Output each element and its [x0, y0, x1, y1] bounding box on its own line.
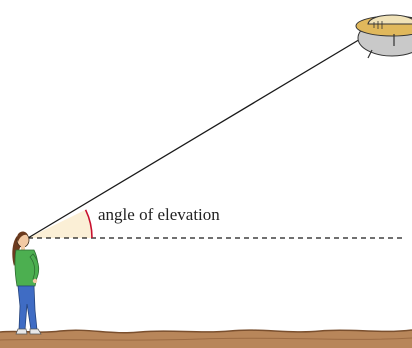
angle-label: angle of elevation: [98, 205, 220, 224]
ufo-icon: [356, 15, 412, 58]
angle-wedge: [28, 210, 92, 238]
ground: [0, 330, 412, 348]
person-standing-icon: [12, 231, 41, 334]
